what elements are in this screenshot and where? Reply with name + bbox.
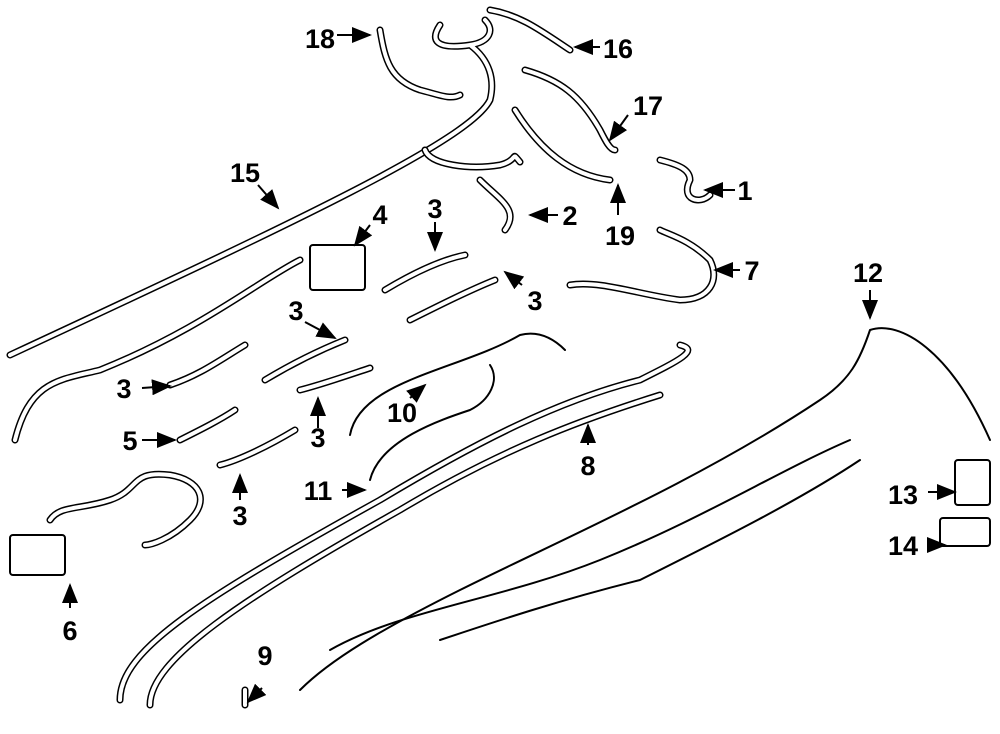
- cable-16: [486, 6, 574, 54]
- callout-3: 3: [116, 374, 172, 404]
- callout-12: 12: [853, 258, 883, 320]
- callout-arrow: [246, 683, 267, 704]
- callout-number: 11: [304, 476, 333, 506]
- callout-number: 14: [888, 531, 918, 561]
- callout-arrow: [141, 379, 172, 396]
- callout-number: 3: [288, 296, 303, 326]
- callout-7: 7: [713, 256, 760, 286]
- callout-number: 1: [737, 176, 752, 206]
- callout-8: 8: [580, 423, 596, 481]
- callout-16: 16: [573, 34, 633, 64]
- callout-number: 13: [888, 480, 918, 510]
- callout-3: 3: [427, 194, 443, 252]
- callout-18: 18: [305, 24, 372, 54]
- cover-14: [939, 517, 991, 547]
- cable-15: [6, 16, 496, 359]
- callout-number: 3: [527, 286, 542, 316]
- callout-number: 17: [633, 91, 663, 121]
- callout-number: 3: [427, 194, 442, 224]
- cable-3d: [261, 336, 349, 384]
- cable-17: [521, 66, 619, 154]
- battery-cable-8b: [146, 391, 664, 709]
- callout-arrow: [608, 114, 629, 142]
- callout-5: 5: [122, 426, 177, 456]
- callout-number: 19: [605, 221, 635, 251]
- callout-number: 3: [310, 423, 325, 453]
- callout-4: 4: [353, 200, 388, 247]
- callout-number: 8: [580, 451, 595, 481]
- callout-3: 3: [310, 396, 326, 453]
- callout-arrow: [304, 321, 337, 339]
- cable-5: [176, 406, 239, 444]
- callout-1: 1: [703, 176, 753, 206]
- callout-19: 19: [605, 183, 635, 251]
- cable-3b: [406, 276, 499, 324]
- callout-number: 4: [372, 200, 387, 230]
- callout-number: 9: [257, 641, 272, 671]
- junction-box-4: [309, 244, 366, 291]
- callout-3: 3: [288, 296, 337, 339]
- callout-number: 5: [122, 426, 137, 456]
- harness-12-branches: [329, 439, 861, 651]
- cable-7: [566, 226, 718, 304]
- callout-3: 3: [503, 270, 543, 316]
- callout-14: 14: [888, 531, 947, 561]
- callout-number: 3: [232, 501, 247, 531]
- callout-3: 3: [232, 473, 248, 531]
- cable-1: [656, 156, 714, 204]
- cable-3f: [216, 426, 299, 469]
- callout-9: 9: [246, 641, 273, 704]
- cover-13: [954, 459, 991, 506]
- sensor-wire-10: [349, 332, 566, 436]
- callout-11: 11: [304, 476, 367, 506]
- callout-number: 12: [853, 258, 883, 288]
- cable-3c: [166, 341, 249, 389]
- callout-number: 6: [62, 616, 77, 646]
- callout-arrow: [406, 383, 427, 403]
- callout-13: 13: [888, 480, 957, 510]
- callout-number: 10: [387, 398, 417, 428]
- callout-number: 3: [116, 374, 131, 404]
- callout-15: 15: [230, 158, 280, 210]
- callout-number: 2: [562, 201, 577, 231]
- callout-10: 10: [387, 383, 427, 428]
- harness-4: [11, 256, 304, 444]
- cable-3e: [296, 364, 374, 394]
- cable-3a: [381, 251, 469, 294]
- cable-2: [421, 146, 524, 234]
- module-6: [9, 534, 66, 576]
- callout-17: 17: [608, 91, 663, 142]
- callout-number: 18: [305, 24, 335, 54]
- callout-arrow: [353, 224, 373, 247]
- callout-6: 6: [62, 583, 78, 646]
- callout-number: 7: [744, 256, 759, 286]
- cable-19: [511, 106, 614, 184]
- callout-number: 15: [230, 158, 260, 188]
- callout-2: 2: [528, 201, 578, 231]
- callout-arrow: [503, 270, 525, 290]
- cable-18: [376, 26, 464, 101]
- callout-number: 16: [603, 34, 633, 64]
- sensor-wire-11: [369, 364, 495, 481]
- callout-arrow: [257, 184, 280, 210]
- battery-cable-8a: [116, 341, 692, 704]
- harness-6: [46, 470, 204, 549]
